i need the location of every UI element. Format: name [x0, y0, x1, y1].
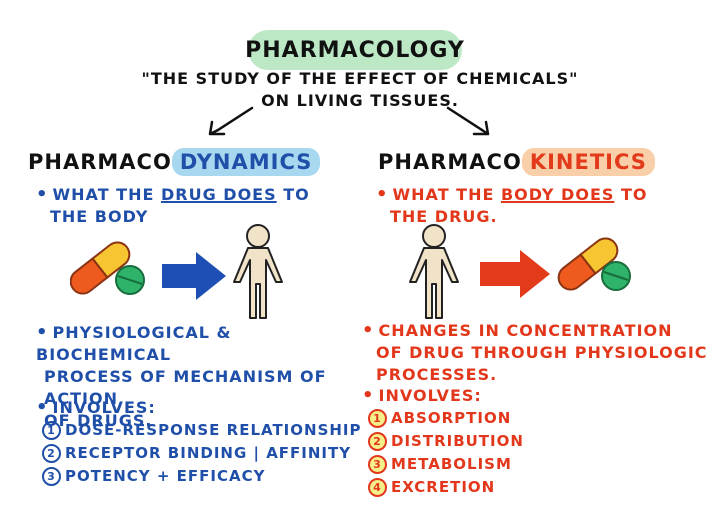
- kinetics-involves-label-row: •INVOLVES:: [362, 384, 692, 407]
- kinetics-illustration: [409, 224, 631, 319]
- left-branch-arrow-line: [216, 106, 254, 132]
- branch-arrows: [208, 106, 490, 136]
- numbered-circle-icon: 4: [368, 478, 387, 497]
- red-arrow-icon: [480, 250, 550, 298]
- dynamics-what-prefix: WHAT THE: [52, 185, 161, 204]
- numbered-circle-icon: 1: [42, 421, 61, 440]
- bullet-icon: •: [362, 385, 375, 406]
- kinetics-highlight: KINETICS: [521, 148, 655, 176]
- dynamics-highlight: DYNAMICS: [171, 148, 321, 176]
- ampersand: &: [216, 323, 232, 342]
- blue-arrow-icon: [162, 252, 226, 300]
- right-involves-item-text: DISTRIBUTION: [391, 432, 524, 450]
- numbered-circle-icon: 2: [368, 432, 387, 451]
- bullet-icon: •: [36, 184, 49, 205]
- kinetics-desc-line-2: OF DRUG THROUGH PHYSIOLOGIC: [376, 343, 708, 362]
- kinetics-involves-label: INVOLVES:: [378, 386, 482, 405]
- kinetics-desc-line-1: •CHANGES IN CONCENTRATION: [362, 320, 712, 342]
- page-title: PHARMACOLOGY: [245, 37, 465, 63]
- pharmacodynamics-prefix: PHARMACO: [28, 150, 172, 174]
- dynamics-what-line-2: THE BODY: [50, 207, 149, 226]
- kinetics-what: •WHAT THE BODY DOES TO THE DRUG.: [376, 184, 696, 228]
- dynamics-what-suffix: TO: [276, 185, 310, 204]
- dynamics-what: •WHAT THE DRUG DOES TO THE BODY: [36, 184, 356, 228]
- kinetics-desc-line-3: PROCESSES.: [376, 365, 498, 384]
- dynamics-desc-line-2: PROCESS OF MECHANISM OF ACTION: [44, 367, 327, 408]
- dynamics-what-underlined: DRUG DOES: [160, 185, 277, 204]
- dynamics-desc-line-1: •PHYSIOLOGICAL & BIOCHEMICAL: [36, 322, 356, 366]
- numbered-circle-icon: 3: [368, 455, 387, 474]
- kinetics-what-suffix: TO: [614, 185, 648, 204]
- numbered-circle-icon: 1: [368, 409, 387, 428]
- definition: "THE STUDY OF THE EFFECT OF CHEMICALS" O…: [110, 68, 610, 112]
- right-branch-arrow-head: [472, 120, 490, 136]
- right-involves-item-text: EXCRETION: [391, 478, 496, 496]
- definition-line-1: "THE STUDY OF THE EFFECT OF CHEMICALS": [141, 69, 579, 88]
- definition-line-2: ON LIVING TISSUES.: [261, 91, 459, 110]
- right-involves-item-text: ABSORPTION: [391, 409, 512, 427]
- left-involves-item-text: DOSE-RESPONSE RELATIONSHIP: [65, 421, 362, 439]
- kinetics-what-prefix: WHAT THE: [392, 185, 501, 204]
- dynamics-description: •PHYSIOLOGICAL & BIOCHEMICAL PROCESS OF …: [36, 322, 356, 432]
- tablet-icon: [115, 265, 145, 295]
- pharmacokinetics-prefix: PHARMACO: [378, 150, 522, 174]
- kinetics-desc-line-1-text: CHANGES IN CONCENTRATION: [378, 321, 673, 340]
- dynamics-involves-label: INVOLVES:: [52, 398, 156, 417]
- dynamics-what-line-1: •WHAT THE DRUG DOES TO: [36, 184, 356, 206]
- bullet-icon: •: [376, 184, 389, 205]
- kinetics-what-line-1: •WHAT THE BODY DOES TO: [376, 184, 696, 206]
- capsule-icon: [557, 237, 619, 291]
- bullet-icon: •: [362, 320, 375, 341]
- dynamics-desc-line-3: OF DRUGS.: [44, 411, 153, 430]
- kinetics-what-underlined: BODY DOES: [500, 185, 615, 204]
- dynamics-involves-label-row: •INVOLVES:: [36, 396, 366, 419]
- left-branch-arrow-head: [208, 120, 226, 136]
- left-involves-item-text: POTENCY + EFFICACY: [65, 467, 266, 485]
- left-involves-item-text: RECEPTOR BINDING | AFFINITY: [65, 444, 352, 462]
- right-branch-arrow-line: [446, 106, 484, 132]
- person-icon: [233, 224, 283, 319]
- bullet-icon: •: [36, 322, 49, 343]
- bullet-icon: •: [36, 397, 49, 418]
- title-badge: PHARMACOLOGY: [245, 30, 465, 70]
- right-involves-item-text: METABOLISM: [391, 455, 512, 473]
- person-icon: [409, 224, 459, 319]
- numbered-circle-icon: 2: [42, 444, 61, 463]
- tablet-icon: [601, 261, 631, 291]
- kinetics-what-line-2: THE DRUG.: [390, 207, 498, 226]
- kinetics-description: •CHANGES IN CONCENTRATION OF DRUG THROUG…: [362, 320, 712, 386]
- numbered-circle-icon: 3: [42, 467, 61, 486]
- dynamics-illustration: [70, 224, 283, 319]
- dynamics-desc-b: BIOCHEMICAL: [36, 345, 172, 364]
- dynamics-desc-a: PHYSIOLOGICAL: [52, 323, 210, 342]
- capsule-icon: [70, 241, 131, 295]
